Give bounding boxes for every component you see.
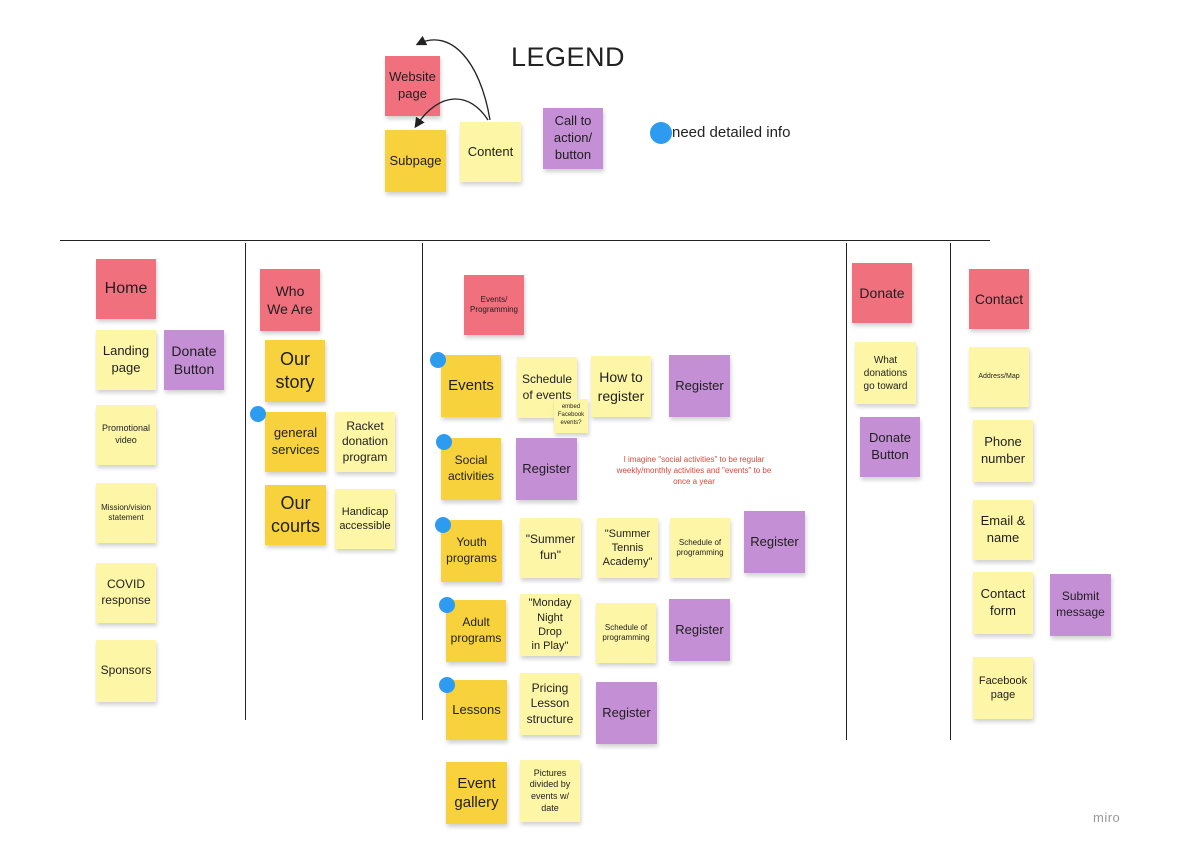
home-donate-button-note[interactable]: Donate Button: [164, 330, 224, 390]
submit-message-note[interactable]: Submit message: [1050, 574, 1111, 636]
promotional-video-note[interactable]: Promotional video: [96, 405, 156, 465]
general-services-note[interactable]: general services: [265, 412, 326, 472]
legend-website-page-note[interactable]: Website page: [385, 56, 440, 116]
legend-content-note[interactable]: Content: [460, 122, 521, 182]
events-note[interactable]: Events: [441, 355, 501, 417]
phone-number-note[interactable]: Phone number: [973, 420, 1033, 482]
adult-detail-dot-icon: [439, 597, 455, 613]
sponsors-note[interactable]: Sponsors: [96, 640, 156, 702]
our-story-note[interactable]: Our story: [265, 340, 325, 402]
monday-night-note[interactable]: "Monday Night Drop in Play": [520, 594, 580, 656]
event-gallery-note[interactable]: Event gallery: [446, 762, 507, 824]
lessons-register-note[interactable]: Register: [596, 682, 657, 744]
social-activities-note[interactable]: Social activities: [441, 438, 501, 500]
email-name-note[interactable]: Email & name: [973, 500, 1033, 560]
facebook-page-note[interactable]: Facebook page: [973, 657, 1033, 719]
adult-schedule-note[interactable]: Schedule of programming: [596, 603, 656, 663]
miro-logo: miro: [1093, 810, 1121, 825]
legend-detail-label: need detailed info: [672, 124, 791, 141]
social-vs-events-annotation: I imagine "social activities" to be regu…: [616, 455, 772, 486]
donate-page-note[interactable]: Donate: [852, 263, 912, 323]
home-page-note[interactable]: Home: [96, 259, 156, 319]
landing-page-note[interactable]: Landing page: [96, 330, 156, 390]
events-detail-dot-icon: [430, 352, 446, 368]
legend-blue-dot-icon: [650, 122, 672, 144]
general-services-detail-dot-icon: [250, 406, 266, 422]
summer-fun-note[interactable]: "Summer fun": [520, 518, 581, 578]
youth-detail-dot-icon: [435, 517, 451, 533]
schedule-of-events-note[interactable]: Schedule of events: [517, 357, 577, 418]
adult-programs-note[interactable]: Adult programs: [446, 600, 506, 662]
lessons-detail-dot-icon: [439, 677, 455, 693]
divider-horizontal: [60, 240, 990, 241]
racket-donation-note[interactable]: Racket donation program: [335, 412, 395, 472]
legend-cta-note[interactable]: Call to action/ button: [543, 108, 603, 169]
what-donations-go-toward-note[interactable]: What donations go toward: [855, 342, 916, 404]
divider-col-4: [950, 243, 951, 740]
divider-col-1: [245, 243, 246, 720]
youth-programs-note[interactable]: Youth programs: [441, 520, 502, 582]
who-we-are-page-note[interactable]: Who We Are: [260, 269, 320, 331]
embed-facebook-note[interactable]: embed Facebook events?: [554, 399, 588, 433]
adult-register-note[interactable]: Register: [669, 599, 730, 661]
summer-tennis-academy-note[interactable]: "Summer Tennis Academy": [597, 518, 658, 578]
events-register-note[interactable]: Register: [669, 355, 730, 417]
contact-form-note[interactable]: Contact form: [973, 572, 1033, 634]
address-map-note[interactable]: Address/Map: [969, 347, 1029, 407]
handicap-accessible-note[interactable]: Handicap accessible: [335, 489, 395, 549]
lessons-note[interactable]: Lessons: [446, 680, 507, 740]
donate-button-note[interactable]: Donate Button: [860, 417, 920, 477]
youth-register-note[interactable]: Register: [744, 511, 805, 573]
legend-subpage-note[interactable]: Subpage: [385, 130, 446, 192]
covid-response-note[interactable]: COVID response: [96, 563, 156, 623]
pricing-lesson-note[interactable]: Pricing Lesson structure: [520, 673, 580, 735]
contact-page-note[interactable]: Contact: [969, 269, 1029, 329]
how-to-register-note[interactable]: How to register: [591, 356, 651, 417]
mission-statement-note[interactable]: Mission/vision statement: [96, 483, 156, 543]
pictures-by-event-note[interactable]: Pictures divided by events w/ date: [520, 760, 580, 822]
social-detail-dot-icon: [436, 434, 452, 450]
events-programming-page-note[interactable]: Events/ Programming: [464, 275, 524, 335]
divider-col-3: [846, 243, 847, 740]
our-courts-note[interactable]: Our courts: [265, 485, 326, 545]
legend-title: LEGEND: [511, 42, 626, 72]
youth-schedule-note[interactable]: Schedule of programming: [670, 518, 730, 578]
divider-col-2: [422, 243, 423, 720]
social-register-note[interactable]: Register: [516, 438, 577, 500]
